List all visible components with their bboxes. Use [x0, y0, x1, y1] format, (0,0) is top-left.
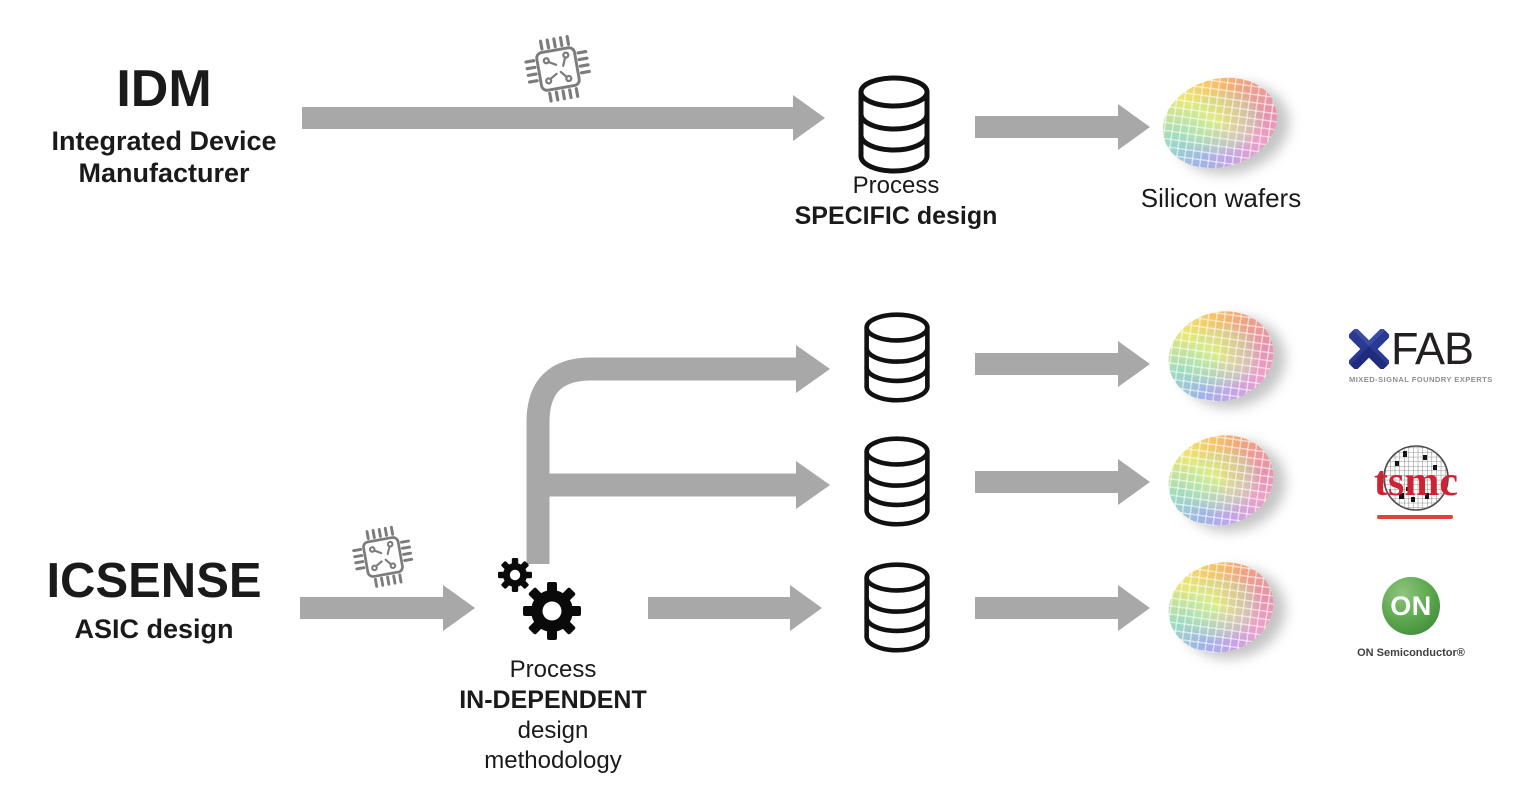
- silicon-wafers-caption: Silicon wafers: [1140, 183, 1302, 213]
- silicon-wafer-image: [1157, 550, 1285, 665]
- microchip-icon: [345, 519, 421, 595]
- icsense-subtitle: ASIC design: [74, 614, 234, 645]
- process-independent-line1: Process: [509, 656, 597, 683]
- database-to-wafer-arrow: [975, 459, 1150, 505]
- xfab-x-icon: [1347, 326, 1391, 371]
- xfab-logo-row: FAB: [1347, 323, 1485, 374]
- idm-subtitle: Integrated Device Manufacturer: [51, 125, 277, 188]
- idm-to-wafer-arrow: [975, 104, 1150, 150]
- process-database-icon: [860, 435, 934, 527]
- branch-arrows: [500, 330, 840, 580]
- process-independent-line2: IN-DEPENDENT: [459, 686, 647, 714]
- microchip-icon: [516, 27, 599, 110]
- tsmc-wafer-icon: [1381, 443, 1451, 513]
- xfab-logo: FAB MIXED-SIGNAL FOUNDRY EXPERTS: [1347, 323, 1493, 384]
- idm-title: IDM: [116, 60, 212, 118]
- process-independent-label: Process IN-DEPENDENT design methodology: [446, 655, 660, 776]
- xfab-wordmark: FAB: [1391, 323, 1474, 374]
- process-specific-line2: SPECIFIC design: [794, 202, 998, 230]
- icsense-title: ICSENSE: [46, 554, 262, 608]
- tsmc-wordmark: tsmc: [1374, 459, 1458, 505]
- gears-icon: [492, 549, 594, 651]
- silicon-wafer-image: [1157, 423, 1285, 538]
- on-semiconductor-logo: ON ON Semiconductor®: [1354, 577, 1468, 659]
- silicon-wafer-image: [1157, 299, 1285, 414]
- on-wordmark: ON: [1390, 590, 1432, 621]
- database-to-wafer-arrow: [975, 585, 1150, 631]
- process-specific-line1: Process: [852, 172, 940, 199]
- idm-label-block: IDM Integrated Device Manufacturer: [18, 62, 310, 189]
- process-database-icon: [860, 561, 934, 653]
- icsense-flow-arrow: [300, 585, 475, 631]
- gears-to-database-arrow: [648, 585, 822, 631]
- database-to-wafer-arrow: [975, 341, 1150, 387]
- process-independent-line3: design methodology: [484, 717, 622, 775]
- icsense-label-block: ICSENSE ASIC design: [12, 554, 296, 646]
- process-database-icon: [860, 311, 934, 403]
- tsmc-underline: [1377, 515, 1453, 519]
- process-database-icon: [854, 74, 934, 174]
- process-specific-label: Process SPECIFIC design: [790, 171, 1002, 232]
- silicon-wafer-image: [1152, 64, 1288, 182]
- on-semiconductor-caption: ON Semiconductor®: [1357, 647, 1465, 659]
- on-sphere-icon: ON: [1382, 577, 1440, 635]
- xfab-tagline: MIXED-SIGNAL FOUNDRY EXPERTS: [1349, 375, 1493, 384]
- tsmc-logo: tsmc: [1358, 441, 1474, 525]
